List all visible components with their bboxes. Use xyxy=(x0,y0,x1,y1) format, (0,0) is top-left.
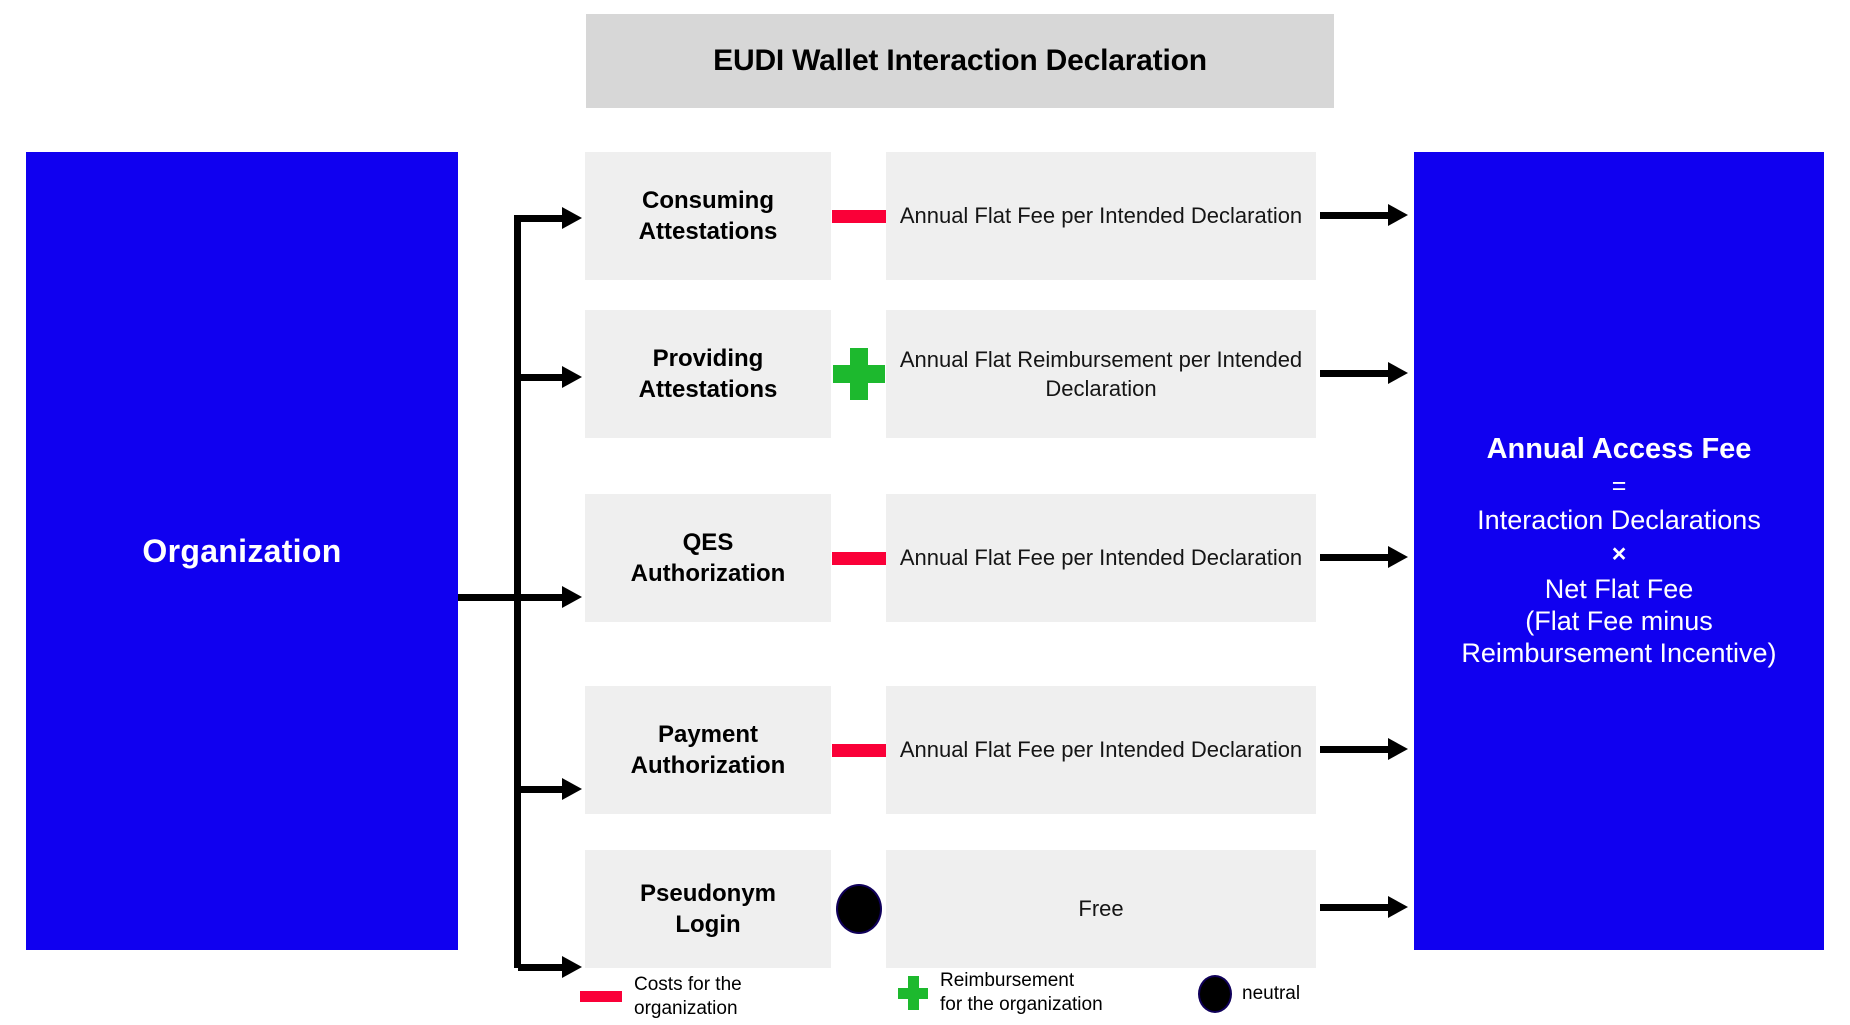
annual-access-fee-times: × xyxy=(1611,540,1627,569)
connector-branch-3 xyxy=(518,594,564,601)
neutral-circle-icon xyxy=(1200,977,1230,1011)
neutral-circle-icon xyxy=(837,886,880,932)
minus-dash-icon xyxy=(580,991,622,1003)
arrowhead-result-2 xyxy=(1388,362,1408,384)
annual-access-fee-line3: (Flat Fee minus xyxy=(1525,606,1713,637)
arrowhead-branch-3 xyxy=(562,586,582,608)
annual-access-fee-equals: = xyxy=(1611,471,1627,500)
arrowhead-result-5 xyxy=(1388,896,1408,918)
row-sign-5 xyxy=(831,850,886,968)
connector-branch-4 xyxy=(518,786,564,793)
connector-trunk-lower xyxy=(514,594,521,968)
arrowhead-result-4 xyxy=(1388,738,1408,760)
row-fee-payment-authorization: Annual Flat Fee per Intended Declaration xyxy=(886,686,1316,814)
row-sign-1 xyxy=(831,152,886,280)
minus-dash-icon xyxy=(831,743,886,757)
annual-access-fee-line2: Net Flat Fee xyxy=(1544,573,1694,604)
row-fee-providing-attestations: Annual Flat Reimbursement per Intended D… xyxy=(886,310,1316,438)
legend-item-neutral: neutral xyxy=(1200,977,1300,1011)
connector-trunk-upper xyxy=(514,215,521,598)
connector-stub-from-organization xyxy=(458,594,518,601)
diagram-title-text: EUDI Wallet Interaction Declaration xyxy=(713,44,1207,77)
row-fee-consuming-attestations: Annual Flat Fee per Intended Declaration xyxy=(886,152,1316,280)
arrowhead-branch-4 xyxy=(562,778,582,800)
connector-branch-2 xyxy=(518,374,564,381)
organization-box: Organization xyxy=(26,152,458,950)
row-sign-2 xyxy=(831,310,886,438)
result-line-5 xyxy=(1320,904,1390,911)
row-fee-text: Annual Flat Fee per Intended Declaration xyxy=(899,203,1303,229)
row-fee-text: Annual Flat Fee per Intended Declaration xyxy=(899,545,1303,571)
connector-branch-5 xyxy=(518,964,564,971)
row-sign-4 xyxy=(831,686,886,814)
plus-icon xyxy=(898,975,928,1010)
arrowhead-result-3 xyxy=(1388,546,1408,568)
row-fee-text: Annual Flat Reimbursement per Intended D… xyxy=(899,346,1303,401)
diagram-title-banner: EUDI Wallet Interaction Declaration xyxy=(586,14,1334,108)
row-fee-text: Free xyxy=(1078,896,1124,922)
result-line-2 xyxy=(1320,370,1390,377)
arrowhead-branch-2 xyxy=(562,366,582,388)
arrowhead-result-1 xyxy=(1388,204,1408,226)
result-line-3 xyxy=(1320,554,1390,561)
annual-access-fee-box: Annual Access Fee = Interaction Declarat… xyxy=(1414,152,1824,950)
minus-dash-icon xyxy=(831,209,886,223)
result-line-4 xyxy=(1320,746,1390,753)
organization-label: Organization xyxy=(142,532,342,569)
minus-dash-icon xyxy=(831,551,886,565)
annual-access-fee-line4: Reimbursement Incentive) xyxy=(1461,638,1777,669)
annual-access-fee-title: Annual Access Fee xyxy=(1486,433,1752,466)
result-line-1 xyxy=(1320,212,1390,219)
connector-branch-1 xyxy=(518,215,564,222)
arrowhead-branch-5 xyxy=(562,956,582,978)
legend-neutral-text: neutral xyxy=(1242,983,1301,1005)
row-fee-qes-authorization: Annual Flat Fee per Intended Declaration xyxy=(886,494,1316,622)
row-fee-pseudonym-login: Free xyxy=(886,850,1316,968)
annual-access-fee-line1: Interaction Declarations xyxy=(1477,504,1761,535)
row-fee-text: Annual Flat Fee per Intended Declaration xyxy=(899,737,1303,763)
arrowhead-branch-1 xyxy=(562,207,582,229)
row-sign-3 xyxy=(831,494,886,622)
plus-icon xyxy=(832,348,885,400)
